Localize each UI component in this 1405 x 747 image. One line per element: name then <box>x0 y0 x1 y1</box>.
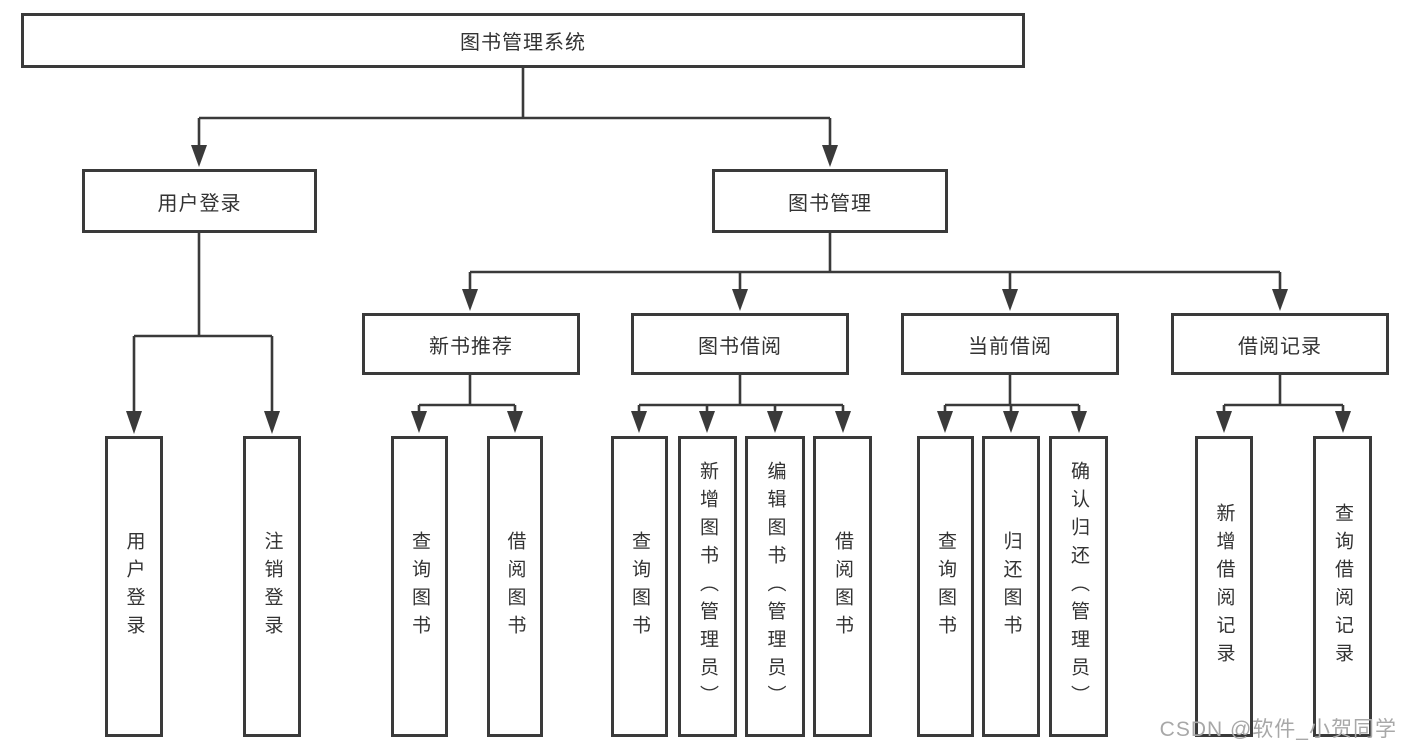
leaf-current-return-books: 归还图书 <box>982 436 1040 737</box>
node-book-borrowing-label: 图书借阅 <box>698 335 782 358</box>
leaf-recommend-query-books: 查询图书 <box>391 436 448 737</box>
leaf-current-return-books-label: 归还图书 <box>1000 530 1022 643</box>
leaf-records-query-borrow-record-label: 查询借阅记录 <box>1332 502 1353 671</box>
node-current-borrowing-label: 当前借阅 <box>968 335 1052 358</box>
leaf-records-add-borrow-record: 新增借阅记录 <box>1195 436 1253 737</box>
node-book-management: 图书管理 <box>712 169 948 233</box>
node-new-book-recommendation-label: 新书推荐 <box>429 335 513 358</box>
leaf-records-query-borrow-record: 查询借阅记录 <box>1313 436 1372 737</box>
node-user-login-label: 用户登录 <box>157 192 242 215</box>
leaf-borrowing-add-books-admin-label: 新增图书（管理员） <box>697 460 718 713</box>
leaf-user-login: 用户登录 <box>105 436 163 737</box>
leaf-logout-login-label: 注销登录 <box>261 530 283 643</box>
node-borrowing-records-label: 借阅记录 <box>1238 335 1322 358</box>
leaf-recommend-borrow-books: 借阅图书 <box>487 436 543 737</box>
leaf-recommend-borrow-books-label: 借阅图书 <box>504 530 526 643</box>
leaf-borrowing-query-books: 查询图书 <box>611 436 668 737</box>
node-borrowing-records: 借阅记录 <box>1171 313 1389 375</box>
connector-paths <box>132 68 1345 413</box>
node-book-borrowing: 图书借阅 <box>631 313 849 375</box>
leaf-borrowing-borrow-books: 借阅图书 <box>813 436 872 737</box>
leaf-current-query-books-label: 查询图书 <box>935 530 956 643</box>
node-user-login: 用户登录 <box>82 169 317 233</box>
csdn-watermark: CSDN @软件_小贺同学 <box>1159 718 1397 741</box>
leaf-current-query-books: 查询图书 <box>917 436 974 737</box>
leaf-logout-login: 注销登录 <box>243 436 301 737</box>
leaf-borrowing-add-books-admin: 新增图书（管理员） <box>678 436 737 737</box>
leaf-records-add-borrow-record-label: 新增借阅记录 <box>1213 502 1235 671</box>
leaf-recommend-query-books-label: 查询图书 <box>409 530 430 643</box>
node-book-management-label: 图书管理 <box>788 192 872 215</box>
node-library-system: 图书管理系统 <box>21 13 1025 68</box>
node-current-borrowing: 当前借阅 <box>901 313 1119 375</box>
node-library-system-label: 图书管理系统 <box>460 32 586 54</box>
node-new-book-recommendation: 新书推荐 <box>362 313 580 375</box>
leaf-current-confirm-return-admin: 确认归还（管理员） <box>1049 436 1108 737</box>
leaf-borrowing-borrow-books-label: 借阅图书 <box>832 530 853 643</box>
leaf-borrowing-edit-books-admin: 编辑图书（管理员） <box>745 436 805 737</box>
leaf-borrowing-query-books-label: 查询图书 <box>629 530 650 643</box>
leaf-borrowing-edit-books-admin-label: 编辑图书（管理员） <box>764 460 786 713</box>
leaf-current-confirm-return-admin-label: 确认归还（管理员） <box>1068 460 1089 713</box>
leaf-user-login-label: 用户登录 <box>123 530 145 643</box>
arrowheads <box>126 145 1351 434</box>
